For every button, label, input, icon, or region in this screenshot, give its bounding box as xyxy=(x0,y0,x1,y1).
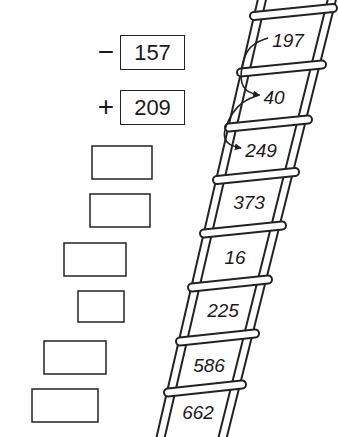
ladder-number: 662 xyxy=(179,401,217,424)
operation-sign: + xyxy=(98,92,114,120)
operation-sign: − xyxy=(98,37,114,65)
number: 209 xyxy=(134,97,171,119)
number: 249 xyxy=(245,141,277,160)
rail xyxy=(222,0,333,437)
answer-box xyxy=(90,194,150,227)
answer-box xyxy=(92,146,152,179)
ladder-rails xyxy=(160,0,333,437)
ladder-number: 586 xyxy=(190,354,228,377)
number: 16 xyxy=(224,248,245,267)
ladder-number: 40 xyxy=(260,86,287,109)
ladder-rungs xyxy=(168,8,333,393)
number: 225 xyxy=(207,301,239,320)
number: 197 xyxy=(272,31,304,50)
number: 40 xyxy=(263,88,284,107)
ladder-number: 16 xyxy=(221,246,248,269)
ladder-number: 373 xyxy=(230,191,268,214)
answer-box xyxy=(64,243,126,276)
number: 157 xyxy=(134,42,171,64)
operation-box: −157 xyxy=(120,35,185,70)
ladder-number: 225 xyxy=(204,299,242,322)
curved-arrow xyxy=(241,38,268,95)
number: 662 xyxy=(182,403,214,422)
answer-box xyxy=(44,341,106,374)
ladder-number: 197 xyxy=(269,29,307,52)
rail xyxy=(222,0,333,437)
empty-answer-boxes xyxy=(32,146,152,422)
answer-box xyxy=(78,291,124,322)
number: 373 xyxy=(233,193,265,212)
number: 586 xyxy=(193,356,225,375)
operation-box: +209 xyxy=(120,90,185,125)
ladder-number: 249 xyxy=(242,139,280,162)
answer-box xyxy=(32,389,98,422)
